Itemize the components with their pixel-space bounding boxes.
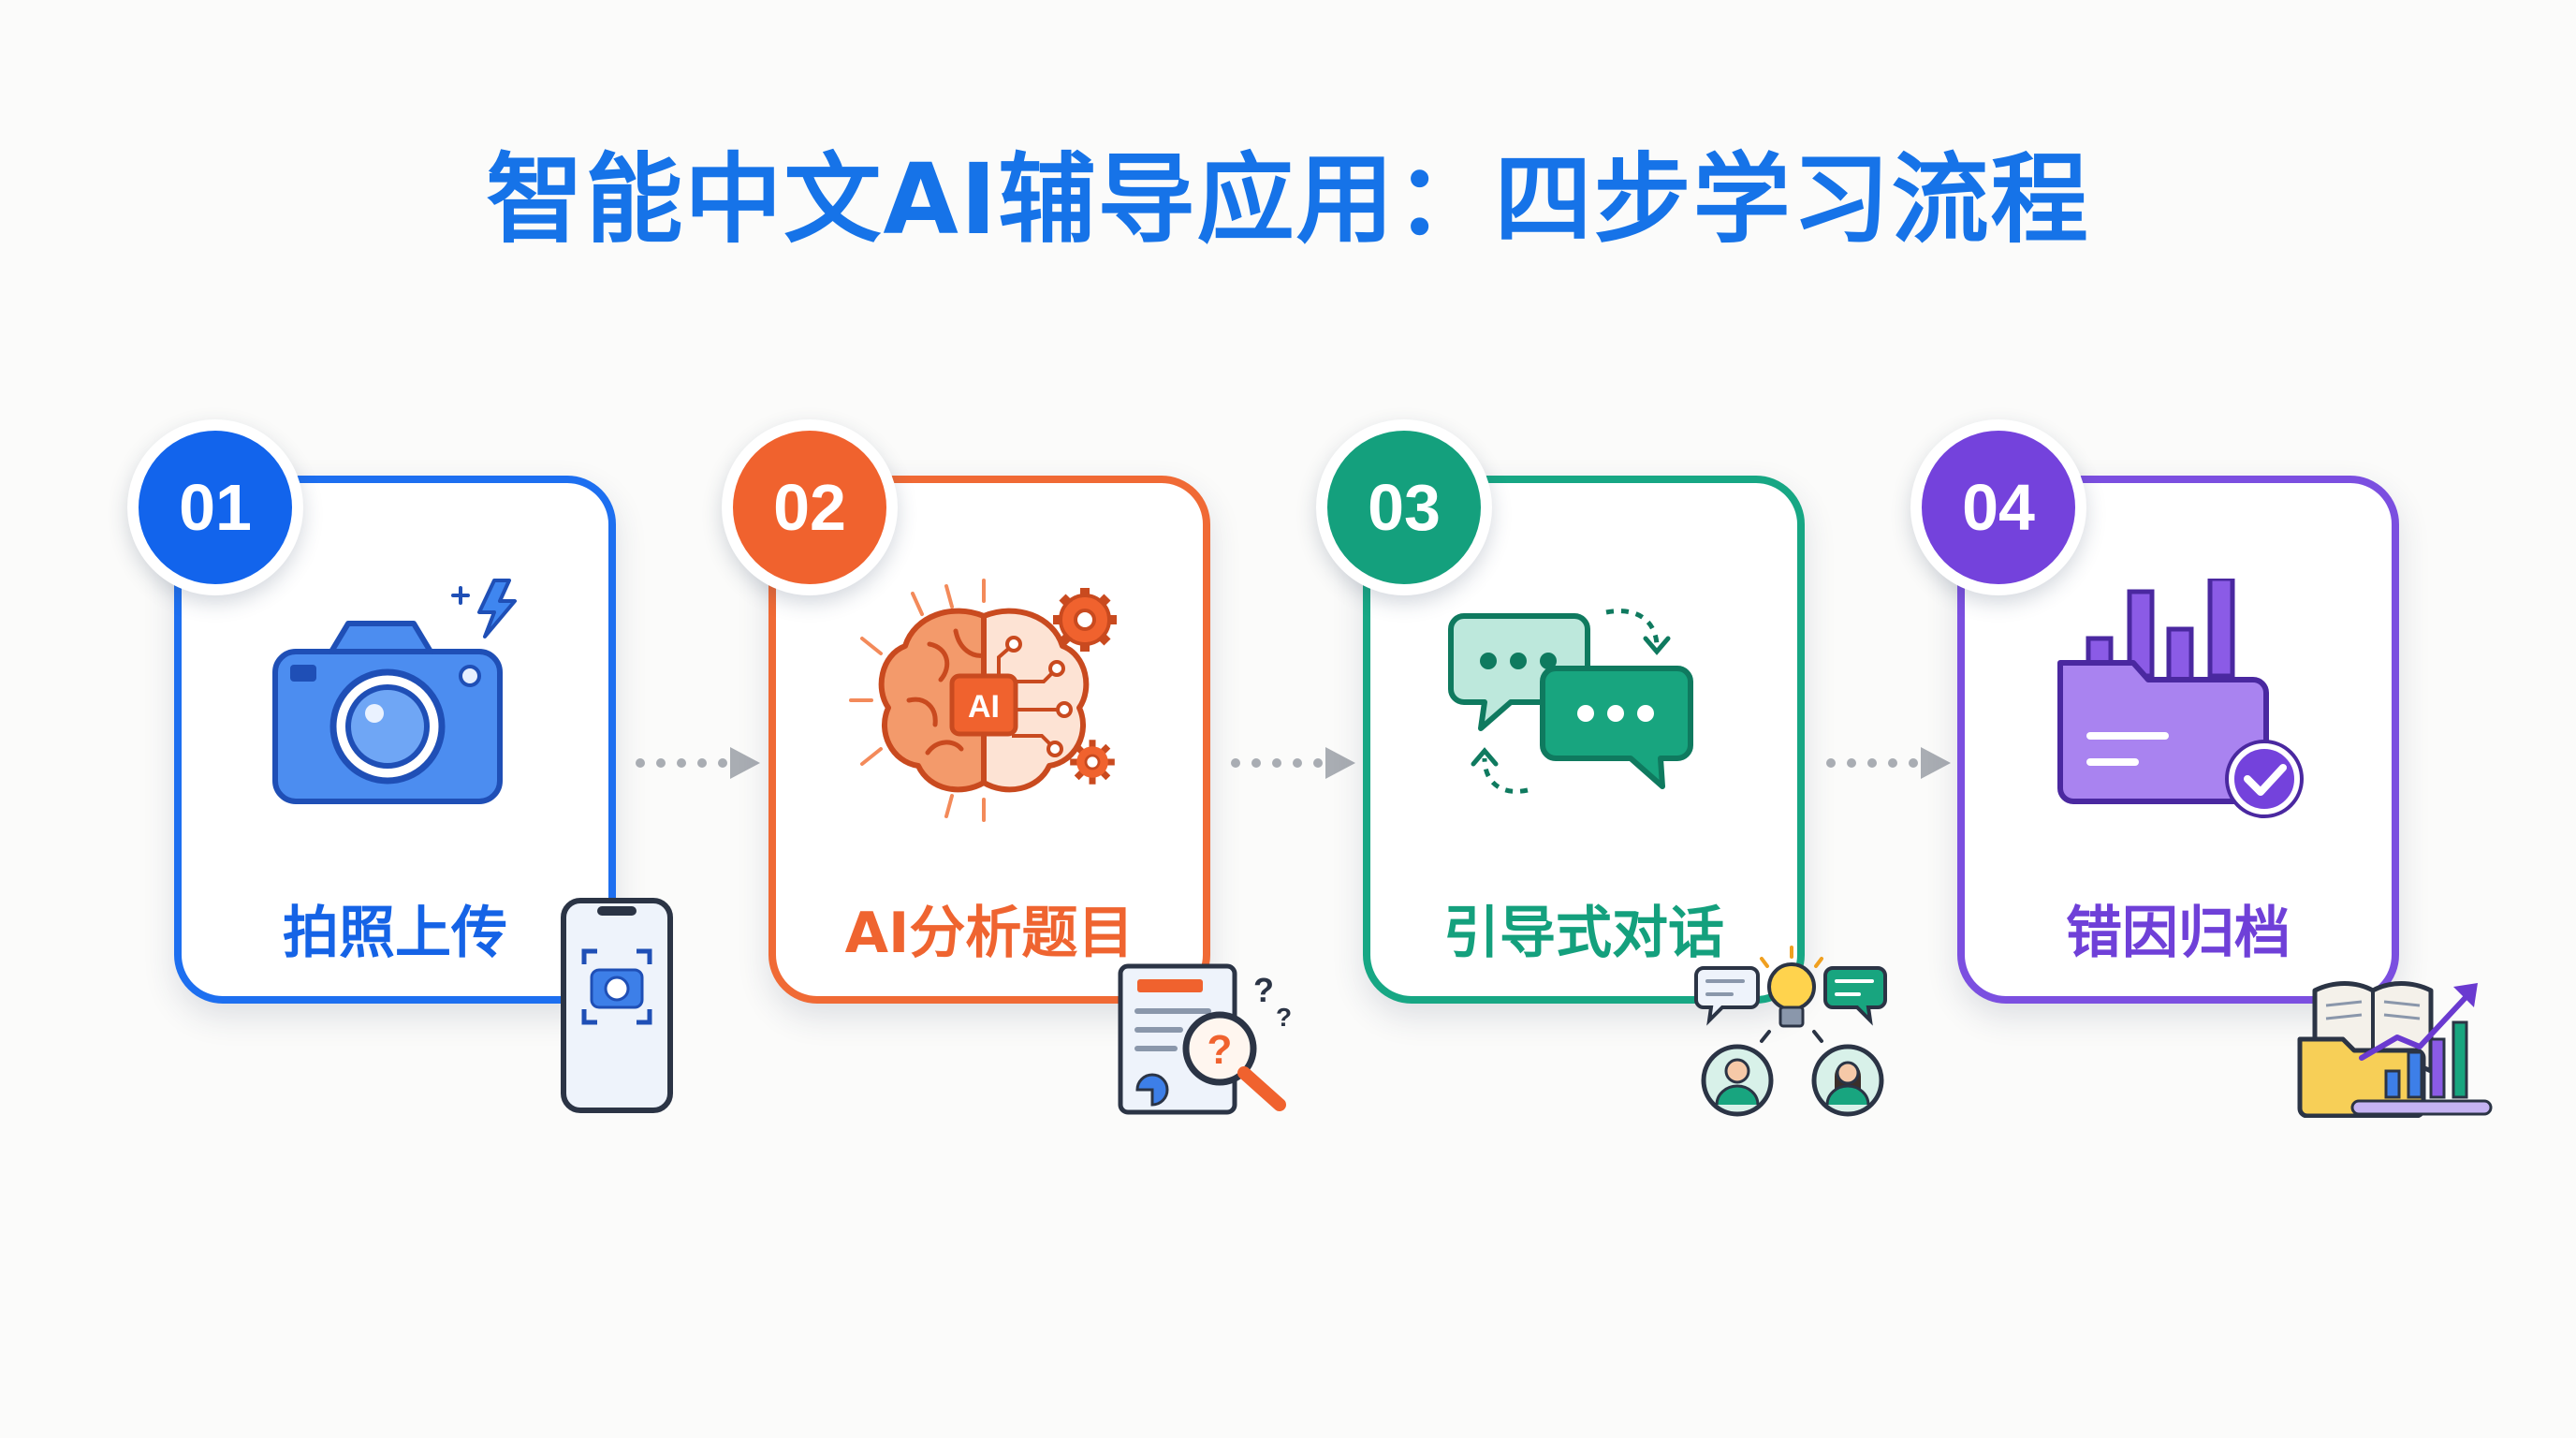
page-title: 智能中文AI辅导应用：四步学习流程 <box>486 142 2090 257</box>
folder-chart-check-icon <box>2057 579 2304 818</box>
step-4: 04 错因归档 <box>1910 419 2528 1150</box>
book-folder-growth-icon <box>2297 981 2493 1118</box>
phone-scan-icon <box>561 898 673 1113</box>
step-number-badge: 04 <box>1910 419 2086 595</box>
gear-icon <box>1053 588 1117 652</box>
step-number-badge: 03 <box>1316 419 1492 595</box>
lightbulb-discussion-icon <box>1694 946 1887 1117</box>
step-3: 03 引导式对话 <box>1316 419 1934 1150</box>
flow-arrow <box>1826 747 1951 779</box>
step-label: AI分析题目 <box>844 901 1134 966</box>
gear-icon <box>1070 740 1115 785</box>
sparkle-bolt-icon <box>451 579 517 638</box>
chat-bubbles-icon <box>1448 609 1693 794</box>
flow-arrow <box>1231 747 1355 779</box>
step-1: 01 拍照上传 <box>127 419 745 1150</box>
ai-chip-label: AI <box>968 689 1000 725</box>
camera-icon <box>272 579 517 804</box>
step-2: 02 AI AI分析题目 ? <box>722 419 1339 1150</box>
step-number-badge: 01 <box>127 419 303 595</box>
flow-arrow <box>636 747 760 779</box>
svg-text:?: ? <box>1208 1027 1233 1073</box>
svg-text:?: ? <box>1253 971 1274 1009</box>
step-label: 错因归档 <box>2066 901 2291 966</box>
ai-brain-icon: AI <box>849 579 1117 822</box>
document-magnifier-icon: ? ? ? <box>1118 963 1292 1115</box>
step-number-badge: 02 <box>722 419 898 595</box>
svg-text:?: ? <box>1276 1003 1292 1032</box>
step-label: 引导式对话 <box>1443 901 1724 966</box>
step-label: 拍照上传 <box>283 901 507 966</box>
